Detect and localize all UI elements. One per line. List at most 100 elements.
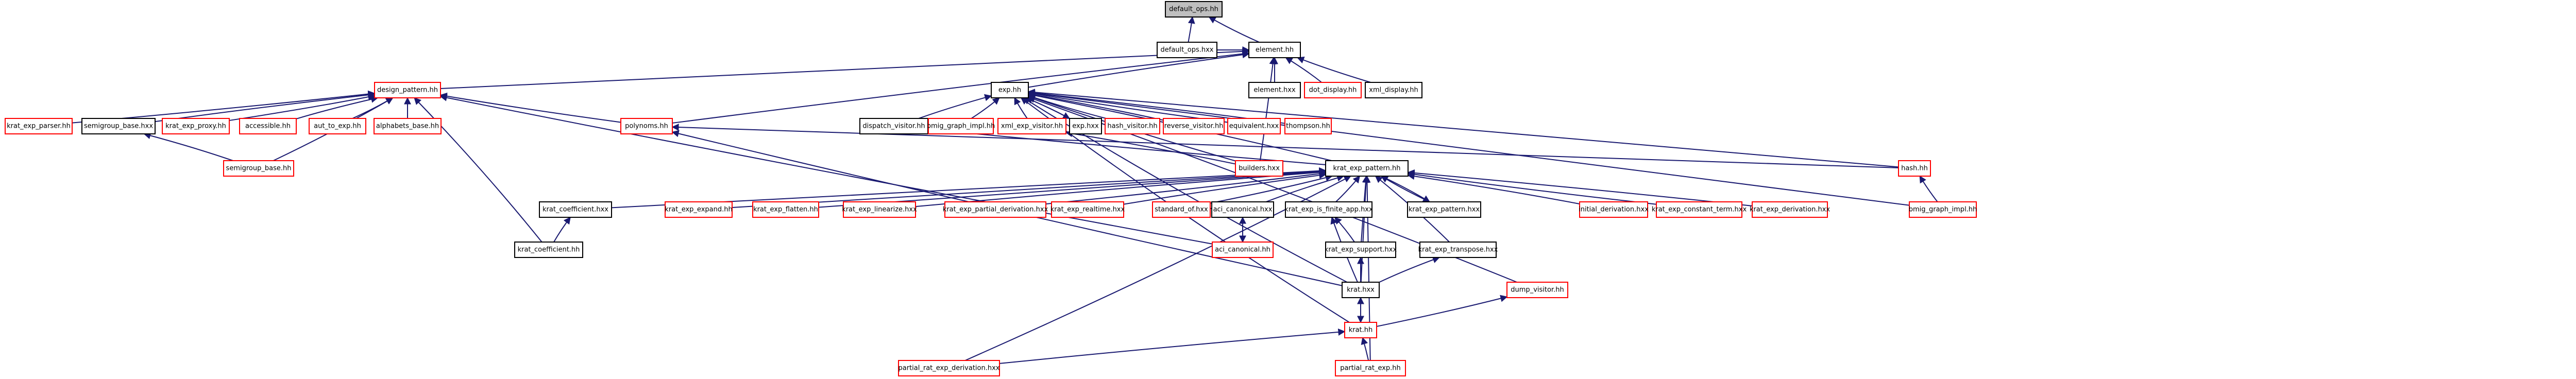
node-box[interactable]	[1656, 201, 1742, 218]
node-box[interactable]	[1909, 201, 1977, 218]
node-box[interactable]	[1163, 118, 1225, 134]
node-box[interactable]	[1165, 1, 1223, 18]
node-thompson_hh[interactable]: thompson.hh	[1284, 118, 1332, 134]
node-box[interactable]	[81, 118, 156, 134]
node-box[interactable]	[514, 242, 583, 258]
node-krat_exp_is_finite_app_hxx[interactable]: krat_exp_is_finite_app.hxx	[1284, 201, 1373, 218]
node-standard_of_hxx[interactable]: standard_of.hxx	[1152, 201, 1211, 218]
node-box[interactable]	[1752, 201, 1828, 218]
node-polynoms_hh[interactable]: polynoms.hh	[620, 118, 673, 134]
node-element_hh[interactable]: element.hh	[1248, 42, 1301, 58]
node-default_ops_hxx[interactable]: default_ops.hxx	[1157, 42, 1217, 58]
node-box[interactable]	[1211, 201, 1274, 218]
node-box[interactable]	[1898, 160, 1931, 177]
node-bmig_graph_impl_hh[interactable]: bmig_graph_impl.hh	[927, 118, 995, 134]
node-dot_display_hh[interactable]: dot_display.hh	[1304, 82, 1362, 98]
node-box[interactable]	[1248, 82, 1301, 98]
node-box[interactable]	[1157, 42, 1217, 58]
node-exp_hh[interactable]: exp.hh	[991, 82, 1029, 98]
node-box[interactable]	[928, 118, 994, 134]
node-box[interactable]	[374, 118, 442, 134]
node-hash_hh[interactable]: hash.hh	[1898, 160, 1931, 177]
node-box[interactable]	[944, 201, 1046, 218]
node-krat_exp_transpose_hxx[interactable]: krat_exp_transpose.hxx	[1418, 242, 1498, 258]
node-initial_derivation_hxx[interactable]: initial_derivation.hxx	[1579, 201, 1649, 218]
node-krat_exp_support_hxx[interactable]: krat_exp_support.hxx	[1325, 242, 1397, 258]
node-box[interactable]	[5, 118, 73, 134]
node-dump_visitor_hh[interactable]: dump_visitor.hh	[1506, 282, 1568, 298]
node-box[interactable]	[1506, 282, 1568, 298]
node-krat_exp_realtime_hxx[interactable]: krat_exp_realtime.hxx	[1050, 201, 1125, 218]
node-box[interactable]	[752, 201, 819, 218]
node-krat_exp_derivation_hxx[interactable]: krat_exp_derivation.hxx	[1750, 201, 1830, 218]
node-builders_hxx[interactable]: builders.hxx	[1235, 160, 1283, 177]
node-partial_rat_exp_derivation_hxx[interactable]: partial_rat_exp_derivation.hxx	[898, 360, 1000, 376]
node-box[interactable]	[1235, 160, 1283, 177]
node-box[interactable]	[620, 118, 673, 134]
node-box[interactable]	[665, 201, 733, 218]
node-accessible_hh[interactable]: accessible.hh	[239, 118, 297, 134]
node-box[interactable]	[162, 118, 230, 134]
node-reverse_visitor_hh[interactable]: reverse_visitor.hh	[1163, 118, 1225, 134]
node-design_pattern_hh[interactable]: design_pattern.hh	[374, 82, 441, 98]
node-box[interactable]	[859, 118, 928, 134]
node-box[interactable]	[309, 118, 366, 134]
node-box[interactable]	[898, 360, 1000, 376]
node-krat_exp_pattern_hxx[interactable]: krat_exp_pattern.hxx	[1407, 201, 1481, 218]
node-box[interactable]	[1285, 201, 1372, 218]
node-exp_hxx[interactable]: exp.hxx	[1069, 118, 1102, 134]
node-semigroup_base_hh[interactable]: semigroup_base.hh	[223, 160, 294, 177]
node-alphabets_base_hh[interactable]: alphabets_base.hh	[374, 118, 442, 134]
node-hash_visitor_hh[interactable]: hash_visitor.hh	[1105, 118, 1160, 134]
node-xml_display_hh[interactable]: xml_display.hh	[1365, 82, 1422, 98]
node-box[interactable]	[1284, 118, 1332, 134]
node-box[interactable]	[1248, 42, 1301, 58]
node-box[interactable]	[1325, 242, 1396, 258]
node-semigroup_base_hxx[interactable]: semigroup_base.hxx	[81, 118, 156, 134]
node-box[interactable]	[1227, 118, 1281, 134]
node-box[interactable]	[1344, 322, 1377, 338]
node-box[interactable]	[991, 82, 1029, 98]
node-krat_exp_expand_hh[interactable]: krat_exp_expand.hh	[665, 201, 733, 218]
node-box[interactable]	[1069, 118, 1102, 134]
node-krat_exp_pattern_hh[interactable]: krat_exp_pattern.hh	[1325, 160, 1409, 177]
node-aut_to_exp_hh[interactable]: aut_to_exp.hh	[309, 118, 366, 134]
node-krat_coefficient_hxx[interactable]: krat_coefficient.hxx	[539, 201, 612, 218]
node-box[interactable]	[1212, 242, 1274, 258]
node-krat_exp_linearize_hxx[interactable]: krat_exp_linearize.hxx	[842, 201, 917, 218]
node-box[interactable]	[997, 118, 1066, 134]
node-partial_rat_exp_hh[interactable]: partial_rat_exp.hh	[1335, 360, 1406, 376]
node-krat_hh[interactable]: krat.hh	[1344, 322, 1377, 338]
node-krat_exp_parser_hh[interactable]: krat_exp_parser.hh	[5, 118, 73, 134]
node-bmig_graph_impl_hxx[interactable]: bmig_graph_impl.hh	[1909, 201, 1977, 218]
node-krat_exp_constant_term_hxx[interactable]: krat_exp_constant_term.hxx	[1652, 201, 1747, 218]
node-box[interactable]	[1365, 82, 1422, 98]
node-krat_hxx[interactable]: krat.hxx	[1342, 282, 1380, 298]
node-box[interactable]	[1335, 360, 1406, 376]
node-dispatch_visitor_hh[interactable]: dispatch_visitor.hh	[859, 118, 928, 134]
node-box[interactable]	[1304, 82, 1362, 98]
node-element_hxx[interactable]: element.hxx	[1248, 82, 1301, 98]
node-box[interactable]	[1152, 201, 1211, 218]
node-box[interactable]	[1325, 160, 1409, 177]
node-box[interactable]	[374, 82, 441, 98]
node-box[interactable]	[1407, 201, 1481, 218]
node-krat_exp_flatten_hh[interactable]: krat_exp_flatten.hh	[752, 201, 819, 218]
node-box[interactable]	[843, 201, 916, 218]
node-box[interactable]	[1051, 201, 1124, 218]
node-box[interactable]	[1579, 201, 1648, 218]
node-xml_exp_visitor_hh[interactable]: xml_exp_visitor.hh	[997, 118, 1066, 134]
node-box[interactable]	[239, 118, 297, 134]
node-krat_exp_partial_derivation_hxx[interactable]: krat_exp_partial_derivation.hxx	[943, 201, 1048, 218]
node-krat_coefficient_hh[interactable]: krat_coefficient.hh	[514, 242, 583, 258]
node-box[interactable]	[1419, 242, 1497, 258]
node-krat_exp_proxy_hh[interactable]: krat_exp_proxy.hh	[162, 118, 230, 134]
node-default_ops_hh[interactable]: default_ops.hh	[1165, 1, 1223, 18]
node-box[interactable]	[539, 201, 612, 218]
node-box[interactable]	[1342, 282, 1380, 298]
node-box[interactable]	[223, 160, 294, 177]
node-box[interactable]	[1105, 118, 1160, 134]
node-aci_canonical_hh[interactable]: aci_canonical.hh	[1212, 242, 1274, 258]
node-equivalent_hxx[interactable]: equivalent.hxx	[1227, 118, 1281, 134]
node-aci_canonical_hxx[interactable]: aci_canonical.hxx	[1211, 201, 1274, 218]
